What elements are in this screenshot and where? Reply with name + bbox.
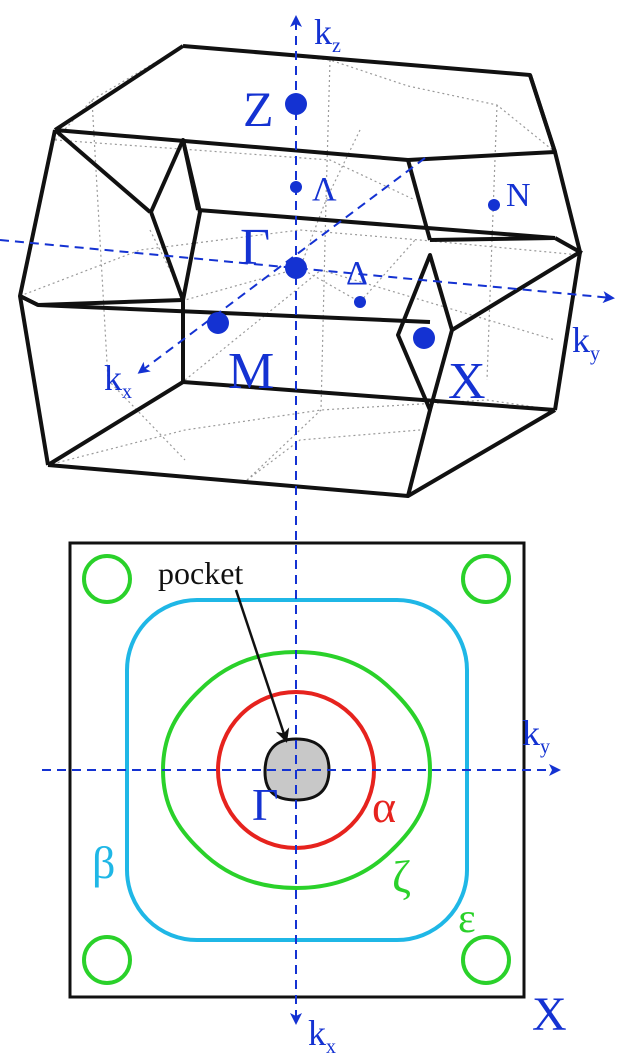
ky-label-bottom: ky xyxy=(522,713,550,758)
point-Lambda-dot xyxy=(290,181,302,193)
epsilon-circle-tl xyxy=(82,554,132,604)
point-Delta-dot xyxy=(354,296,366,308)
fs-label-X: X xyxy=(532,988,567,1041)
epsilon-circle-br xyxy=(461,935,511,985)
kx-label-top: kx xyxy=(104,358,132,403)
fs-label-epsilon: ε xyxy=(458,896,476,942)
bz-axes xyxy=(0,15,615,540)
point-M-dot xyxy=(207,312,229,334)
label-N: N xyxy=(506,177,531,214)
zeta-contour xyxy=(160,649,433,891)
epsilon-circle-tr xyxy=(461,554,511,604)
pocket-arrow xyxy=(234,589,290,743)
bz-points xyxy=(207,93,500,349)
label-Delta: Δ xyxy=(346,255,368,292)
fs-label-zeta: ζ xyxy=(392,851,411,902)
bz-edges xyxy=(18,44,583,498)
label-Gamma: Γ xyxy=(240,219,270,276)
brillouin-zone: kz ky kx Z Λ N Γ Δ M X xyxy=(0,12,615,540)
point-Gamma-dot xyxy=(285,257,307,279)
pocket-label: pocket xyxy=(158,555,243,591)
kx-label-bottom: kx xyxy=(308,1013,336,1058)
point-X-dot xyxy=(413,327,435,349)
ky-label-top: ky xyxy=(572,320,600,365)
label-Z: Z xyxy=(243,81,274,137)
fs-label-beta: β xyxy=(92,837,115,888)
fs-label-Gamma: Γ xyxy=(252,779,279,830)
epsilon-pockets xyxy=(82,554,511,985)
epsilon-circle-bl xyxy=(82,935,132,985)
label-M: M xyxy=(228,343,274,400)
kx-axis-top xyxy=(137,157,426,374)
label-Lambda: Λ xyxy=(312,171,337,208)
fs-label-alpha: α xyxy=(372,781,396,832)
label-X-top: X xyxy=(448,353,486,410)
point-N-dot xyxy=(488,199,500,211)
kz-label: kz xyxy=(314,12,341,57)
fermi-surface: pocket ky kx Γ α β ζ ε X xyxy=(42,541,567,1058)
point-Z-dot xyxy=(285,93,307,115)
